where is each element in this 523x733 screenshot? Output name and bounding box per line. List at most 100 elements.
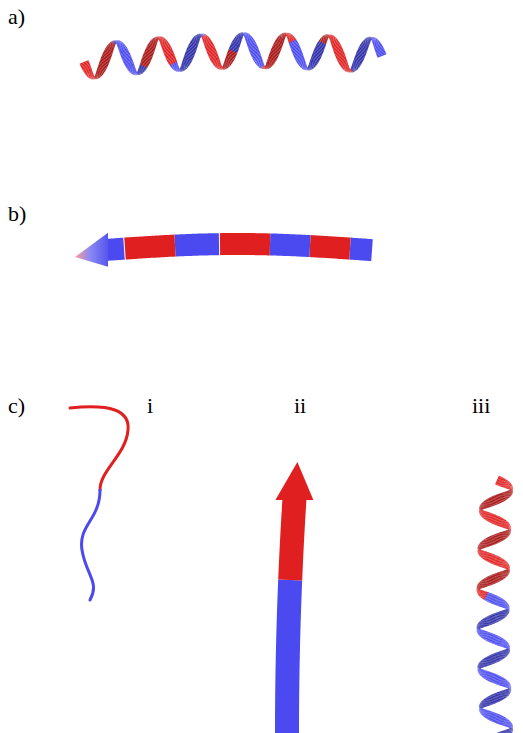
- helix-segment: [482, 578, 492, 587]
- helix-segment: [136, 71, 140, 75]
- helix-segment: [510, 487, 513, 491]
- helix-segment: [506, 645, 511, 650]
- helix-segment: [156, 36, 160, 39]
- helix-segment: [152, 37, 158, 43]
- helix-segment: [109, 41, 115, 47]
- helix-segment: [506, 606, 510, 610]
- helix-segment: [477, 546, 481, 550]
- helix-segment: [479, 707, 482, 711]
- helix-segment: [157, 36, 160, 39]
- helix-segment: [506, 648, 511, 653]
- helix-segment: [506, 721, 513, 728]
- helix-segment: [132, 70, 138, 76]
- helix-segment: [151, 38, 158, 45]
- helix-segment: [504, 482, 512, 490]
- helix-segment: [256, 60, 264, 68]
- helix-segment: [508, 728, 513, 733]
- helix-segment: [494, 533, 504, 543]
- helix-segment: [502, 719, 511, 727]
- helix-segment: [506, 608, 510, 612]
- helix-segment: [502, 570, 509, 577]
- helix-segment: [178, 69, 181, 72]
- coil-red: [70, 407, 128, 490]
- helix-segment: [224, 58, 232, 67]
- helix-segment: [501, 689, 509, 697]
- helix-segment: [496, 493, 506, 503]
- helix-segment: [478, 548, 481, 551]
- helix-segment: [480, 540, 488, 548]
- strand-band: [175, 244, 219, 245]
- helix-segment: [482, 552, 492, 561]
- helix-segment: [130, 68, 137, 75]
- helix-segment: [329, 34, 335, 40]
- helix-segment: [505, 720, 512, 727]
- helix-segment: [180, 64, 187, 71]
- helix-segment: [509, 725, 513, 729]
- helix-segment: [170, 61, 178, 70]
- helix-segment: [507, 490, 513, 496]
- helix-segment: [478, 543, 484, 549]
- helix-segment: [306, 67, 310, 70]
- helix-segment: [221, 67, 224, 70]
- alpha-helix-vertical: [478, 480, 511, 733]
- helix-segment: [492, 652, 502, 662]
- helix-segment: [177, 68, 181, 72]
- helix-segment: [496, 477, 506, 487]
- helix-segment: [503, 491, 511, 499]
- helix-segment: [132, 70, 137, 75]
- helix-segment: [493, 516, 503, 526]
- helix-segment: [107, 43, 115, 51]
- helix-segment: [306, 67, 309, 70]
- helix-segment: [484, 697, 494, 706]
- helix-segment: [497, 598, 506, 607]
- helix-segment: [255, 57, 263, 66]
- helix-segment: [497, 558, 506, 567]
- strand-band: [220, 233, 270, 255]
- helix-segment: [319, 37, 327, 46]
- helix-segment: [479, 505, 485, 511]
- helix-segment: [505, 729, 512, 733]
- helix-segment: [159, 38, 166, 46]
- helix-segment: [300, 63, 307, 70]
- helix-segment: [506, 645, 510, 649]
- helix-segment: [498, 571, 507, 580]
- helix-segment: [478, 550, 486, 557]
- helix-segment: [476, 624, 482, 630]
- helix-segment: [240, 32, 244, 36]
- helix-segment: [482, 710, 491, 718]
- helix-segment: [127, 64, 135, 73]
- helix-segment: [241, 32, 244, 35]
- strand-band: [106, 249, 124, 250]
- helix-segment: [476, 626, 480, 630]
- helix-segment: [480, 700, 488, 707]
- helix-segment: [288, 36, 297, 45]
- helix-segment: [506, 483, 512, 489]
- helix-segment: [169, 60, 178, 69]
- helix-segment: [349, 69, 353, 73]
- helix-segment: [111, 40, 116, 45]
- helix-segment: [506, 608, 509, 612]
- helix-segment: [309, 59, 317, 68]
- helix-segment: [194, 34, 201, 41]
- helix-segment: [493, 596, 503, 606]
- helix-segment: [477, 668, 481, 672]
- helix-segment: [257, 61, 264, 68]
- helix-segment: [483, 710, 492, 719]
- helix-segment: [265, 63, 271, 69]
- helix-segment: [214, 60, 222, 68]
- helix-segment: [482, 631, 492, 640]
- helix-segment: [267, 57, 275, 66]
- helix-segment: [478, 580, 486, 588]
- helix-segment: [363, 38, 371, 46]
- alpha-helix: [84, 34, 382, 78]
- helix-segment: [500, 570, 508, 578]
- helix-segment: [510, 726, 513, 729]
- helix-segment: [506, 525, 511, 530]
- helix-segment: [179, 68, 183, 72]
- helix-segment: [499, 610, 508, 618]
- helix-segment: [328, 34, 332, 38]
- helix-segment: [477, 589, 484, 596]
- helix-segment: [86, 70, 94, 78]
- helix-segment: [277, 35, 285, 43]
- helix-segment: [93, 76, 97, 79]
